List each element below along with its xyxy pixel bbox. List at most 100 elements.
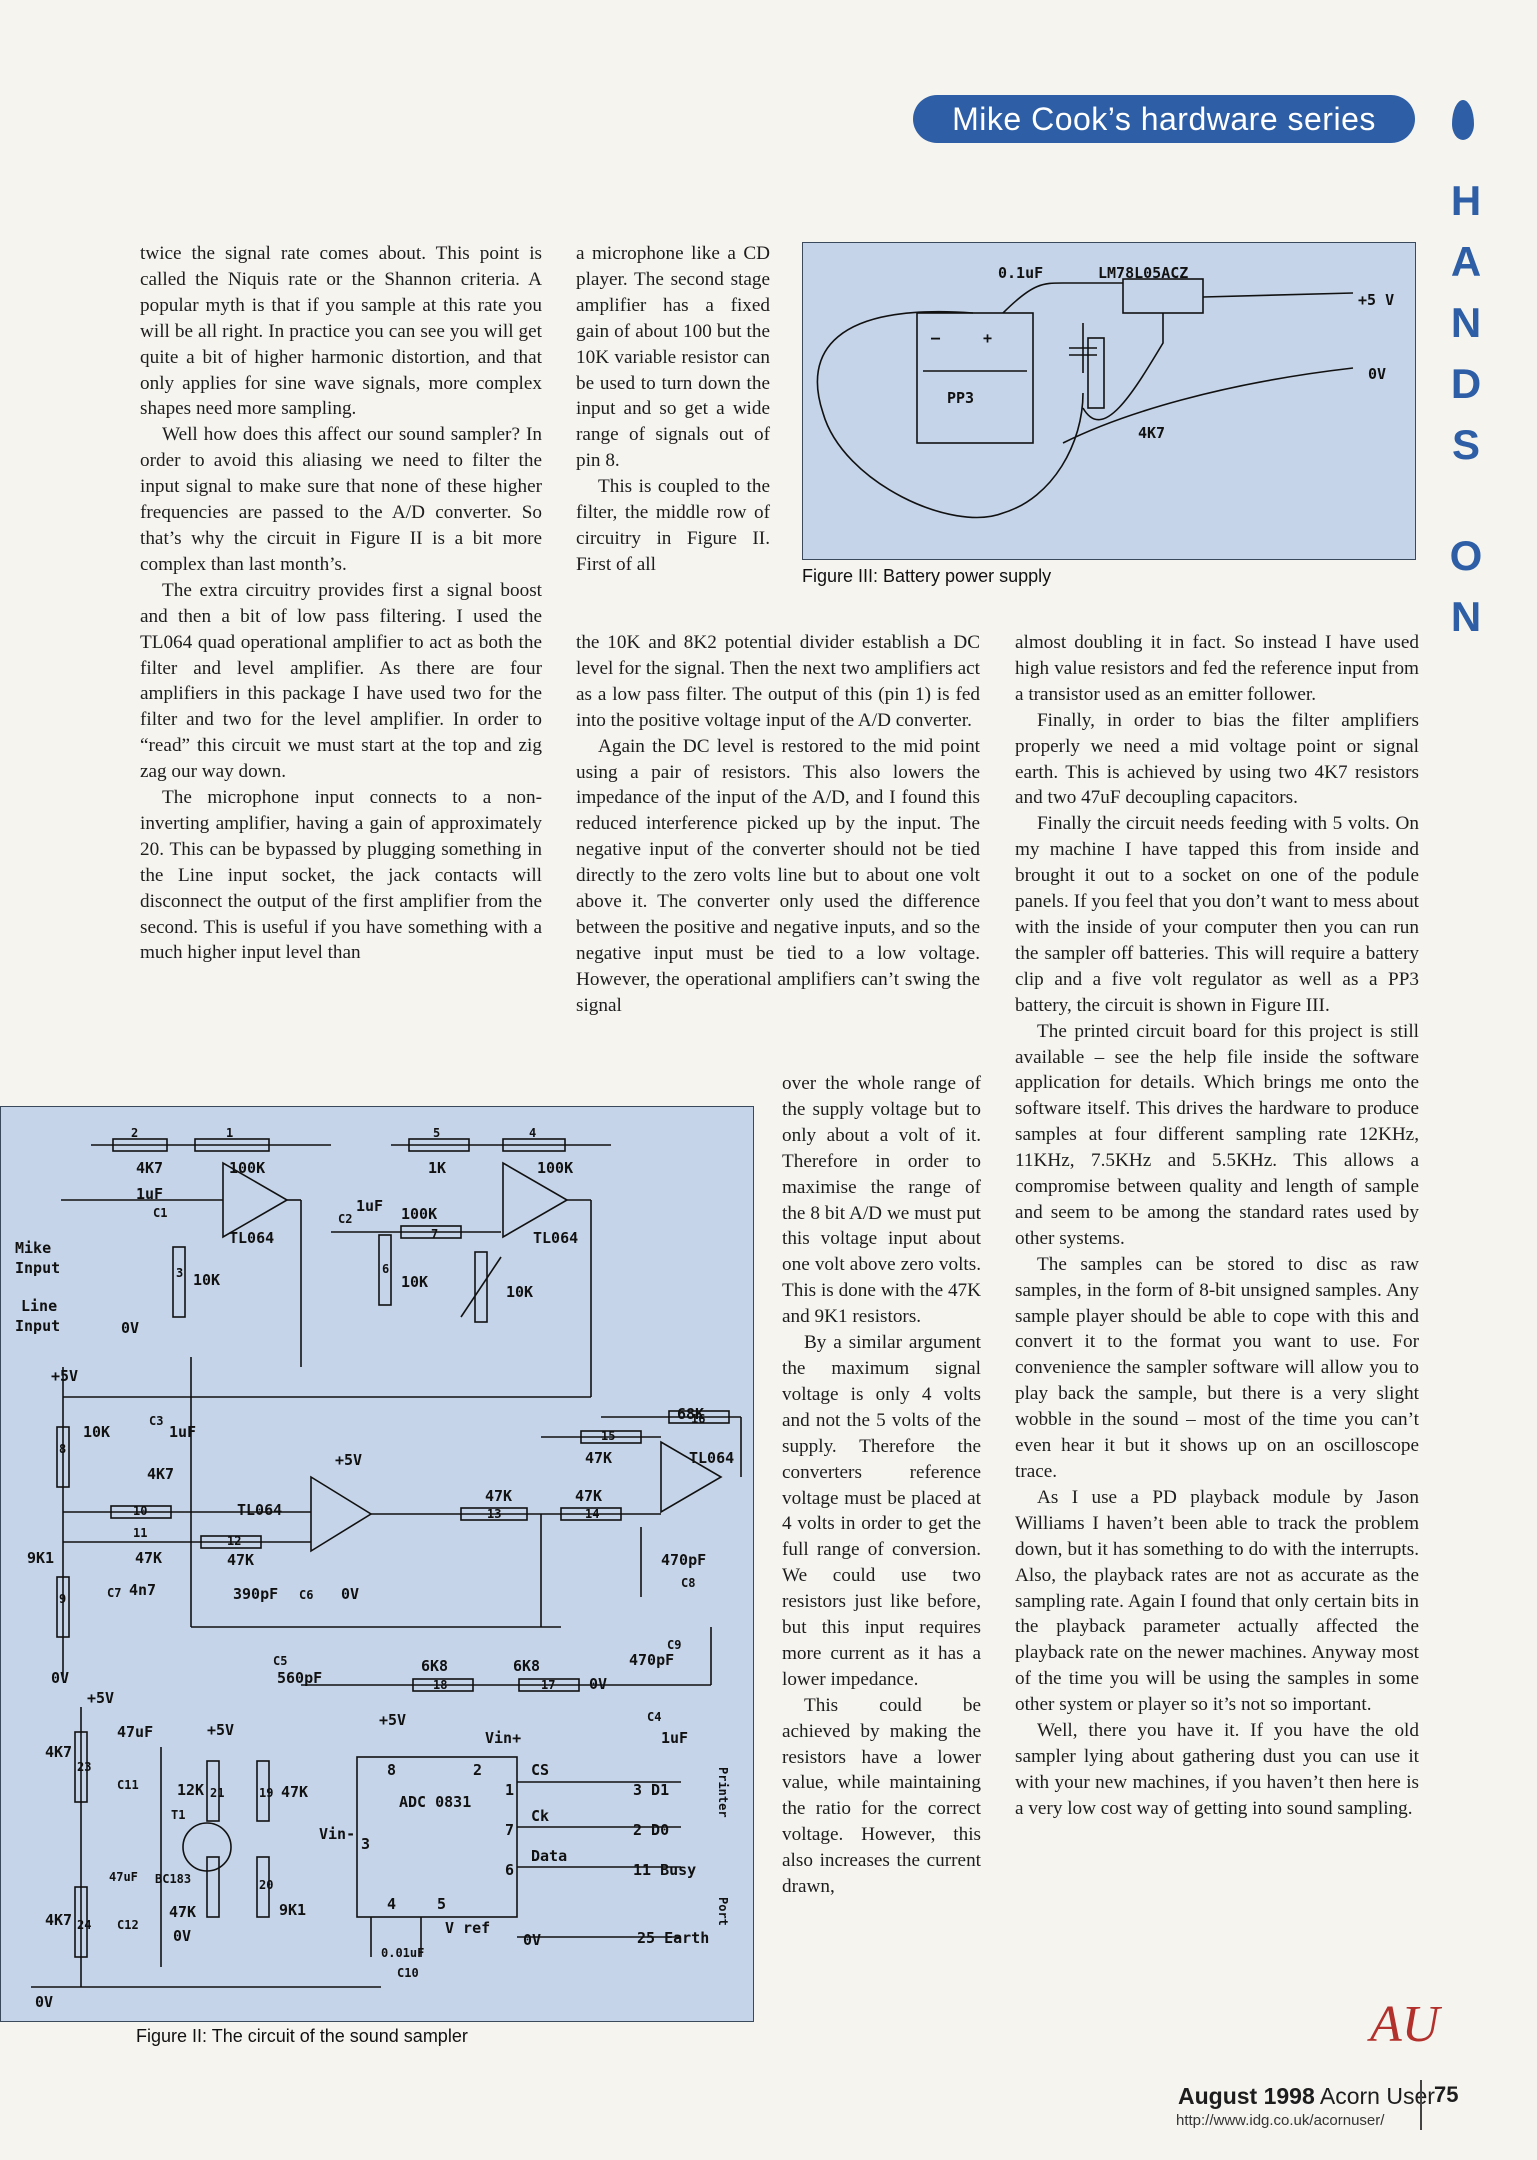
capacitor-label: C9 [667, 1638, 681, 1652]
resistor-label: 17 [541, 1678, 555, 1692]
resistor-label: 15 [601, 1429, 615, 1443]
resistor-value: 100K [537, 1159, 573, 1177]
ground-label: 0V [589, 1675, 607, 1693]
series-banner: Mike Cook’s hardware series [913, 95, 1415, 143]
section-tab: H A N D S O N [1436, 170, 1496, 647]
resistor-value: 10K [401, 1273, 428, 1291]
figure3-caption: Figure III: Battery power supply [802, 566, 1052, 586]
opamp-label: TL064 [533, 1229, 578, 1247]
paragraph: This could be achieved by making the res… [782, 1694, 981, 1898]
capacitor-value: 470pF [661, 1551, 706, 1569]
adc-signal-label: Ck [531, 1807, 549, 1825]
resistor-value: 100K [401, 1205, 437, 1223]
section-letter: O [1449, 532, 1483, 579]
figure2-caption: Figure II: The circuit of the sound samp… [136, 2026, 468, 2046]
resistor-label: 24 [77, 1918, 91, 1932]
line-label: Input [15, 1317, 60, 1335]
footer-divider [1420, 2080, 1422, 2130]
printer-pin-label: 3 D1 [633, 1781, 669, 1799]
resistor-value: 10K [193, 1271, 220, 1289]
resistor-value: 47K [585, 1449, 612, 1467]
paragraph: almost doubling it in fact. So instead I… [1015, 632, 1419, 705]
paragraph: Again the DC level is restored to the mi… [576, 735, 980, 1016]
adc-chip [356, 1756, 518, 1918]
capacitor-value: 1uF [356, 1197, 383, 1215]
capacitor-label: C12 [117, 1918, 139, 1932]
capacitor-label: C8 [681, 1576, 695, 1590]
resistor-label: 7 [431, 1227, 438, 1241]
resistor-value: 4K7 [45, 1743, 72, 1761]
paragraph: over the whole range of the supply volta… [782, 1073, 981, 1328]
adc-pin: 4 [387, 1895, 396, 1913]
opamp-symbol [502, 1161, 569, 1239]
resistor-label: 2 [131, 1126, 138, 1140]
opamp-label: TL064 [229, 1229, 274, 1247]
printer-pin-label: 11 Busy [633, 1861, 696, 1879]
battery-minus-label: – [931, 329, 941, 347]
resistor-value: 100K [229, 1159, 265, 1177]
resistor-label: 8 [59, 1442, 66, 1456]
acorn-user-logo: AU [1370, 1996, 1440, 2053]
resistor-value: 4K7 [45, 1911, 72, 1929]
capacitor-label: C2 [338, 1212, 352, 1226]
ground-label: 0V [121, 1319, 139, 1337]
adc-pin: 7 [505, 1821, 514, 1839]
column-middle-bottom: over the whole range of the supply volta… [782, 1071, 981, 1900]
opamp-label: TL064 [237, 1501, 282, 1519]
resistor-value: 10K [83, 1423, 110, 1441]
ground-label: 0V [35, 1993, 53, 2011]
capacitor-label: C6 [299, 1588, 313, 1602]
ground-label: 0V [51, 1669, 69, 1687]
opamp-label: TL064 [689, 1449, 734, 1467]
printer-port-label: Port [716, 1897, 730, 1926]
capacitor-value: 4n7 [129, 1581, 156, 1599]
paragraph: The printed circuit board for this proje… [1015, 1020, 1419, 1249]
supply-label: +5V [87, 1689, 114, 1707]
capacitor-label: C5 [273, 1654, 287, 1668]
resistor-value: 4K7 [136, 1159, 163, 1177]
adc-pin: 8 [387, 1761, 396, 1779]
capacitor-label: C10 [397, 1966, 419, 1980]
printer-pin-label: 25 Earth [637, 1929, 709, 1947]
resistor-value: 6K8 [513, 1657, 540, 1675]
paragraph: twice the signal rate comes about. This … [140, 243, 542, 420]
figure-battery-supply: 0.1uF LM78L05ACZ +5 V 0V PP3 – + 4K7 [802, 242, 1416, 560]
paragraph: The samples can be stored to disc as raw… [1015, 1253, 1419, 1482]
resistor-label: 13 [487, 1507, 501, 1521]
cap-label: 0.1uF [998, 264, 1043, 282]
ground-label: 0V [523, 1931, 541, 1949]
resistor-value: 9K1 [27, 1549, 54, 1567]
opamp-symbol [310, 1475, 373, 1553]
resistor-value: 4K7 [147, 1465, 174, 1483]
supply-label: +5V [335, 1451, 362, 1469]
resistor-value: 9K1 [279, 1901, 306, 1919]
transistor-symbol [182, 1822, 232, 1872]
magazine-name: Acorn User [1319, 2083, 1435, 2109]
issue-date: August 1998 [1178, 2083, 1315, 2109]
page-number: 75 [1434, 2082, 1459, 2107]
resistor-value: 47K [135, 1549, 162, 1567]
capacitor-label: C1 [153, 1206, 167, 1220]
drop-icon [1452, 100, 1474, 140]
paragraph: Well how does this affect our sound samp… [140, 424, 542, 575]
supply-label: +5V [379, 1711, 406, 1729]
section-letter: H [1450, 177, 1482, 224]
resistor-value: 1K [428, 1159, 446, 1177]
capacitor-label: C4 [647, 1710, 661, 1724]
adc-pin: 5 [437, 1895, 446, 1913]
adc-pin: 6 [505, 1861, 514, 1879]
adc-pin: 3 [361, 1835, 370, 1853]
resistor-symbol [1087, 337, 1105, 409]
battery-plus-label: + [983, 329, 992, 347]
resistor-value: 47K [169, 1903, 196, 1921]
capacitor-value: 560pF [277, 1669, 322, 1687]
adc-pin-label: V ref [445, 1919, 490, 1937]
line-label: Line [21, 1297, 57, 1315]
capacitor-value: 1uF [661, 1729, 688, 1747]
adc-label: ADC 0831 [399, 1793, 471, 1811]
paragraph: This is coupled to the filter, the middl… [576, 476, 770, 575]
paragraph: Finally the circuit needs feeding with 5… [1015, 813, 1419, 1016]
paragraph: a microphone like a CD player. The secon… [576, 243, 770, 472]
resistor-label: 4 [529, 1126, 536, 1140]
resistor-value: 12K [177, 1781, 204, 1799]
